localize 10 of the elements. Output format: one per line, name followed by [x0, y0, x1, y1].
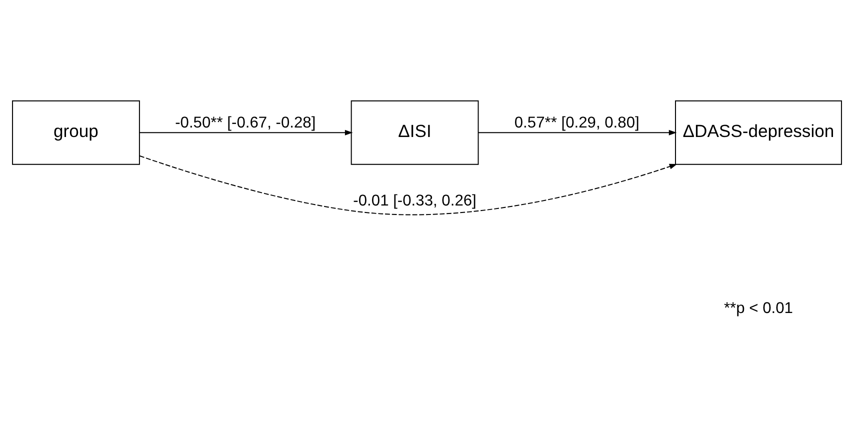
node-box: group: [12, 100, 140, 164]
arrow: [478, 129, 677, 135]
label: **p < 0.01: [724, 300, 793, 317]
node-box: ΔISI: [350, 100, 479, 164]
edge-label: -0.01 [-0.33, 0.26]: [353, 192, 476, 210]
arrow: [139, 129, 353, 135]
edge-label: 0.57** [0.29, 0.80]: [514, 114, 640, 132]
edge-label: -0.50** [-0.67, -0.28]: [175, 114, 316, 132]
node-box: ΔDASS-depression: [675, 100, 842, 164]
arrow: [139, 154, 678, 215]
